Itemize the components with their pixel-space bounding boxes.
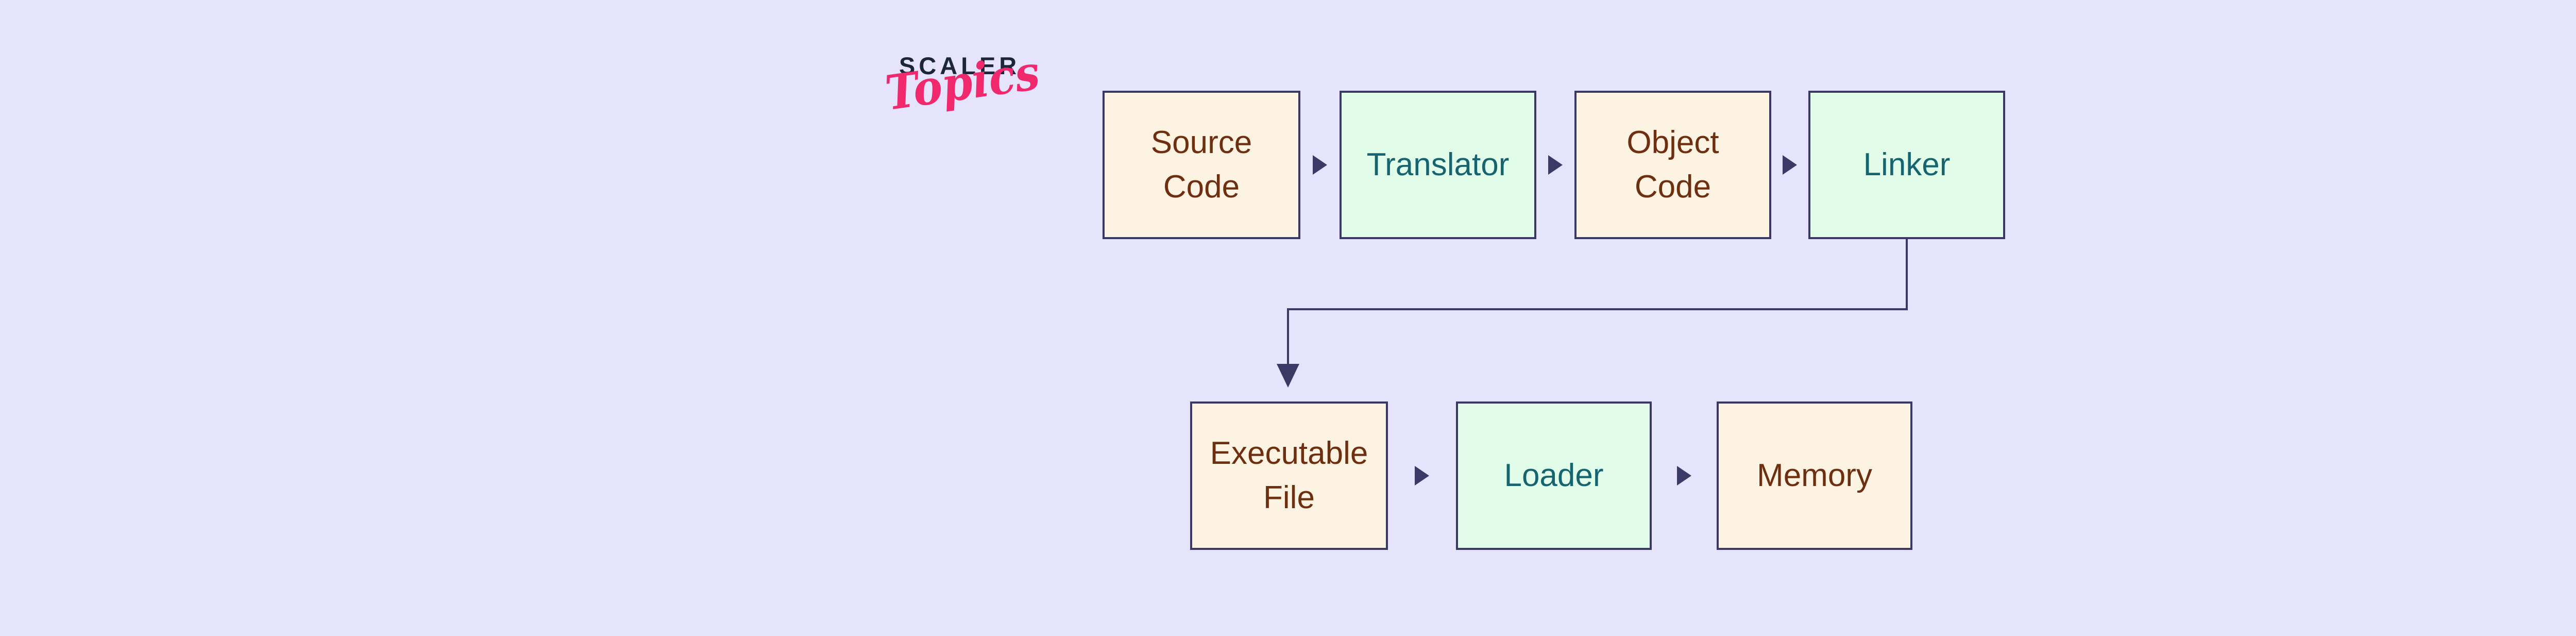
node-memory-label: Memory [1757,458,1872,494]
node-loader-label: Loader [1504,458,1604,494]
connector-line [1906,239,1908,310]
node-memory: Memory [1717,401,1912,550]
node-translator-label: Translator [1366,147,1510,183]
node-loader: Loader [1456,401,1652,550]
node-executable-file-label: Executable File [1210,436,1368,515]
arrow-down-icon [1277,364,1299,388]
logo-scaler-text: SCALER [899,52,1021,79]
node-object-code-label: Object Code [1626,125,1719,205]
arrow-right-icon [1548,155,1563,175]
arrow-right-icon [1313,155,1327,175]
node-linker: Linker [1808,91,2005,239]
node-executable-file: Executable File [1190,401,1388,550]
node-translator: Translator [1340,91,1536,239]
arrow-right-icon [1677,466,1691,486]
node-source-code: Source Code [1103,91,1300,239]
node-linker-label: Linker [1863,147,1951,183]
node-source-code-label: Source Code [1150,125,1252,205]
connector-line [1287,308,1908,310]
node-object-code: Object Code [1574,91,1771,239]
arrow-right-icon [1783,155,1797,175]
arrow-right-icon [1415,466,1429,486]
connector-line [1287,310,1289,365]
